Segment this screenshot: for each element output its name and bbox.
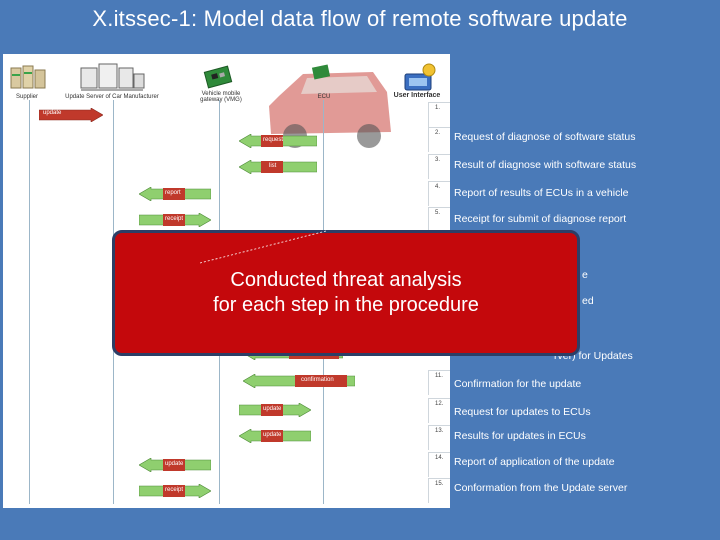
circuit-board-icon [203, 65, 233, 89]
step-description: Request of diagnose of software status [454, 131, 636, 143]
step-description: Report of application of the update [454, 456, 615, 468]
step-description: Request for updates to ECUs [454, 406, 591, 418]
arrow-report: report [138, 186, 212, 206]
step-description: Conformation from the Update server [454, 482, 628, 494]
step-number: 15. [428, 478, 450, 503]
arrow-label: receipt [165, 216, 184, 222]
step-number: 14. [428, 452, 450, 477]
callout-line-1: Conducted threat analysis [230, 269, 462, 291]
step-description: Confirmation for the update [454, 378, 582, 390]
arrow-update-result: update [238, 428, 312, 448]
step-description: e [582, 269, 588, 281]
arrow-receipt: receipt [138, 212, 212, 232]
arrow-confirmation-2: confirmation [242, 373, 356, 393]
slide-title: X.itssec-1: Model data flow of remote so… [92, 6, 628, 31]
arrow-update-request: update [238, 402, 312, 422]
actor-label-vmg: Vehicle mobile gateway (VMG) [200, 91, 242, 103]
arrow-update-supplier: update [38, 107, 104, 127]
step-number: 2. [428, 127, 450, 152]
step-description: Receipt for submit of diagnose report [454, 213, 627, 225]
actor-label-user-interface: User Interface [393, 92, 441, 99]
actor-label-supplier: Supplier [15, 94, 38, 100]
arrow-label: report [165, 190, 181, 196]
arrow-final-receipt: receipt [138, 483, 212, 503]
arrow-label: list [269, 163, 277, 169]
step-description: ed [582, 295, 594, 307]
step-number: 13. [428, 425, 450, 450]
arrow-label: request [263, 137, 284, 143]
callout-line-2: for each step in the procedure [213, 294, 479, 316]
arrow-label: update [263, 432, 282, 438]
server-cluster-icon [80, 63, 145, 91]
arrow-label: update [165, 461, 184, 467]
lifeline-supplier [29, 100, 30, 504]
arrow-label: update [43, 110, 62, 116]
step-description: Results for updates in ECUs [454, 430, 586, 442]
step-number: 11. [428, 370, 450, 395]
step-number: 3. [428, 154, 450, 179]
step-number: 12. [428, 398, 450, 423]
threat-analysis-callout: Conducted threat analysis for each step … [112, 230, 580, 356]
step-description: Result of diagnose with software status [454, 159, 637, 171]
step-description: Report of results of ECUs in a vehicle [454, 187, 629, 199]
arrow-update-report: update [138, 457, 212, 477]
actor-label-update-server: Update Server of Car Manufacturer [65, 94, 159, 100]
arrow-label: receipt [165, 487, 184, 493]
arrow-label: update [263, 406, 282, 412]
arrow-list: list [238, 159, 318, 179]
actor-label-ecu: ECU [317, 94, 331, 100]
user-interface-icon [404, 63, 436, 91]
step-number: 4. [428, 181, 450, 206]
callout-pointer-line [200, 230, 327, 264]
server-rack-icon [10, 65, 46, 89]
arrow-request: request [238, 133, 318, 153]
step-number: 5. [428, 207, 450, 232]
arrow-label: confirmation [301, 377, 334, 383]
step-number: 1. [428, 102, 450, 127]
